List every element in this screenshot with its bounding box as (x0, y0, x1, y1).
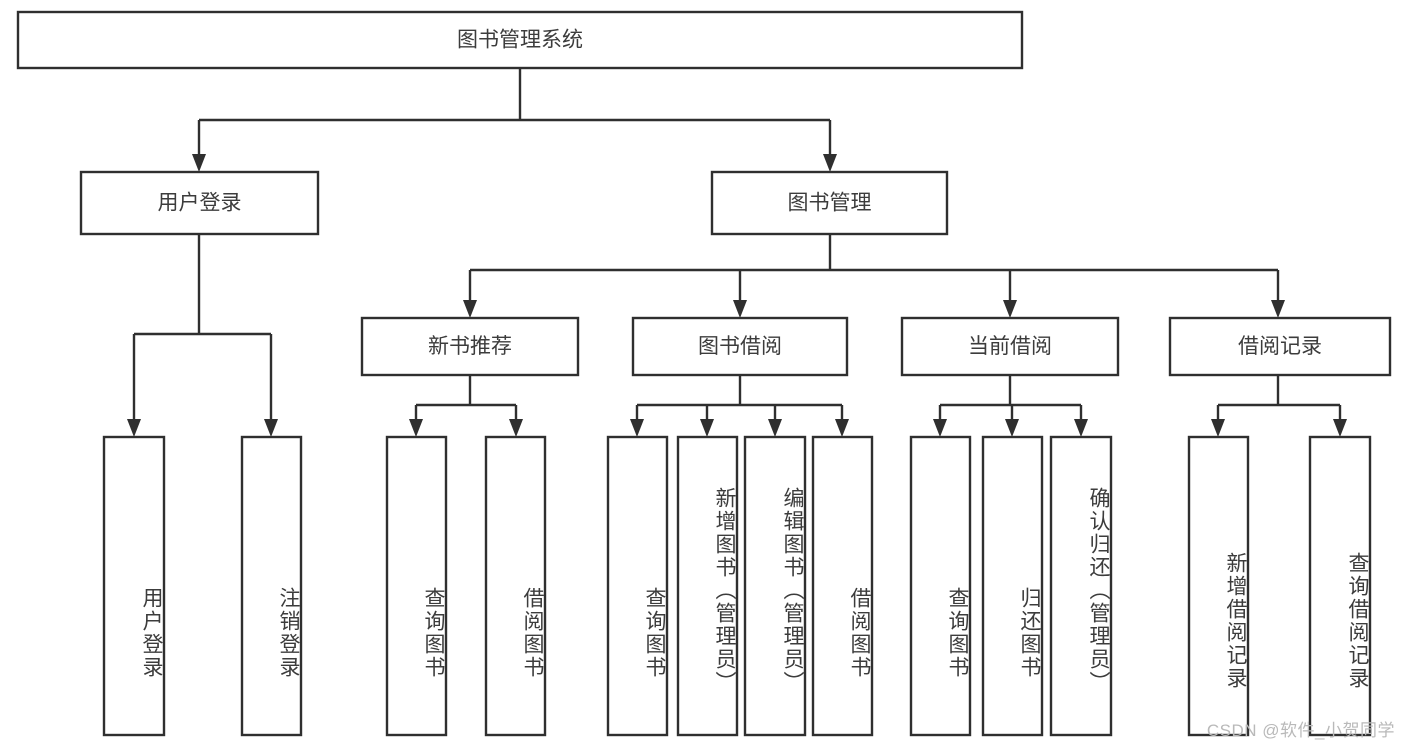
arrow-head-icon (768, 419, 782, 437)
node-box[interactable] (981, 435, 1044, 737)
arrow-head-icon (127, 419, 141, 437)
node-box[interactable] (743, 435, 807, 737)
node-box[interactable] (710, 170, 949, 236)
node-label: 图书管理系统 (457, 29, 583, 52)
node-box[interactable] (606, 435, 669, 737)
node-box[interactable] (676, 435, 739, 737)
node-box[interactable] (811, 435, 874, 737)
csdn-watermark: CSDN @软件_小贺同学 (1206, 721, 1395, 740)
node-leaf-query-book-3[interactable] (909, 435, 972, 737)
node-leaf-return-book[interactable] (981, 435, 1044, 737)
node-leaf-user-login[interactable] (102, 435, 166, 737)
node-new-book-rec[interactable]: 新书推荐 (360, 316, 580, 377)
node-book-manage[interactable]: 图书管理 (710, 170, 949, 236)
node-current-borrow[interactable]: 当前借阅 (900, 316, 1120, 377)
arrow-head-icon (1005, 419, 1019, 437)
node-leaf-logout[interactable] (240, 435, 303, 737)
node-leaf-edit-book[interactable] (743, 435, 807, 737)
node-label: 借阅记录 (1238, 335, 1322, 358)
node-label: 当前借阅 (968, 335, 1052, 358)
node-leaf-query-book-1[interactable] (385, 435, 448, 737)
node-box[interactable] (900, 316, 1120, 377)
node-label: 用户登录 (158, 192, 242, 215)
node-label: 新书推荐 (428, 335, 512, 358)
node-user-login[interactable]: 用户登录 (79, 170, 320, 236)
arrow-head-icon (733, 300, 747, 318)
node-box[interactable] (631, 316, 849, 377)
arrow-head-icon (823, 154, 837, 172)
node-label: 图书管理 (788, 192, 872, 215)
node-box[interactable] (240, 435, 303, 737)
node-leaf-borrow-book-2[interactable] (811, 435, 874, 737)
node-leaf-add-book[interactable] (676, 435, 739, 737)
node-box[interactable] (102, 435, 166, 737)
arrow-head-icon (933, 419, 947, 437)
node-leaf-borrow-book-1[interactable] (484, 435, 547, 737)
connector-layer (127, 68, 1347, 437)
node-borrow-record[interactable]: 借阅记录 (1168, 316, 1392, 377)
arrow-head-icon (509, 419, 523, 437)
arrow-head-icon (264, 419, 278, 437)
arrow-head-icon (1211, 419, 1225, 437)
node-book-borrow[interactable]: 图书借阅 (631, 316, 849, 377)
node-box[interactable] (1168, 316, 1392, 377)
arrow-head-icon (463, 300, 477, 318)
node-leaf-query-record[interactable] (1308, 435, 1372, 737)
arrow-head-icon (700, 419, 714, 437)
arrow-head-icon (1333, 419, 1347, 437)
arrow-head-icon (1003, 300, 1017, 318)
node-box[interactable] (79, 170, 320, 236)
node-box[interactable] (16, 10, 1024, 70)
node-leaf-confirm-return[interactable] (1049, 435, 1113, 737)
node-box[interactable] (1187, 435, 1250, 737)
arrow-head-icon (1271, 300, 1285, 318)
arrow-head-icon (409, 419, 423, 437)
node-box[interactable] (909, 435, 972, 737)
arrow-head-icon (835, 419, 849, 437)
node-box[interactable] (360, 316, 580, 377)
node-leaf-add-record[interactable] (1187, 435, 1250, 737)
arrow-head-icon (630, 419, 644, 437)
node-box[interactable] (385, 435, 448, 737)
node-label: 图书借阅 (698, 335, 782, 358)
node-box[interactable] (1049, 435, 1113, 737)
node-box[interactable] (484, 435, 547, 737)
arrow-head-icon (1074, 419, 1088, 437)
arrow-head-icon (192, 154, 206, 172)
node-leaf-query-book-2[interactable] (606, 435, 669, 737)
node-box[interactable] (1308, 435, 1372, 737)
node-root[interactable]: 图书管理系统 (16, 10, 1024, 70)
